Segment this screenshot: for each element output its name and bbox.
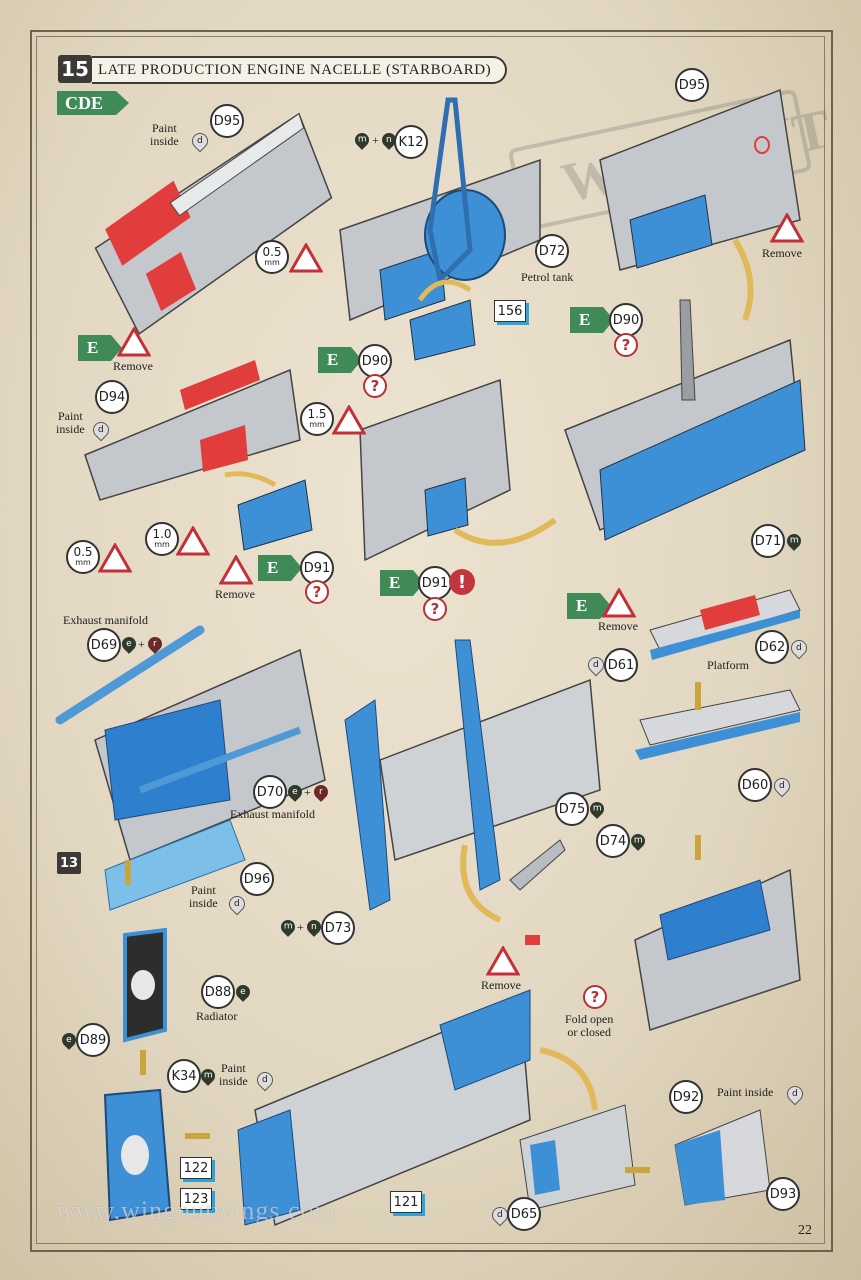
- nacelle-with-tank: [339, 97, 541, 361]
- arrow-down-right: [732, 238, 754, 322]
- radiator-label: Radiator: [196, 1009, 238, 1023]
- part-d95-a: D95: [210, 104, 244, 138]
- attention-icon: !: [449, 569, 475, 595]
- arrow-right: [453, 517, 557, 546]
- remove-warning-icon-2: [770, 213, 804, 243]
- question-icon-4: ?: [423, 597, 447, 621]
- part-d72: D72: [535, 234, 569, 268]
- part-d62: D62: [755, 630, 789, 664]
- struts-part: [509, 839, 566, 945]
- remove-warning-icon-5: [486, 946, 520, 976]
- plus-sign-4: +: [297, 920, 304, 934]
- part-d94: D94: [95, 380, 129, 414]
- engine-nacelle-center: [344, 639, 601, 911]
- cowl-part-d92-d93: [674, 1109, 771, 1206]
- part-k12: K12: [394, 125, 428, 159]
- part-d95-b: D95: [675, 68, 709, 102]
- question-icon-3: ?: [305, 580, 329, 604]
- part-d92: D92: [669, 1080, 703, 1114]
- petrol-tank-label: Petrol tank: [521, 270, 574, 284]
- exhaust-manifold-label-2: Exhaust manifold: [230, 807, 315, 821]
- cut-warning-icon: [289, 243, 323, 273]
- remove-warning-icon-4: [602, 588, 636, 618]
- ref-156: 156: [494, 300, 526, 322]
- engine-nacelle-right: [634, 868, 801, 1031]
- exhaust-manifold-label-1: Exhaust manifold: [63, 613, 148, 627]
- part-d75: D75: [555, 792, 589, 826]
- part-d90-b: D90: [609, 303, 643, 337]
- plus-sign-3: +: [304, 785, 311, 799]
- remove-label-5: Remove: [481, 978, 521, 992]
- side-panel-3: [599, 88, 801, 271]
- final-nacelle-assembly: [237, 989, 531, 1227]
- part-d91-b: D91: [418, 566, 452, 600]
- step-title: LATE PRODUCTION ENGINE NACELLE (STARBOAR…: [92, 56, 508, 84]
- radiator-shell: [103, 1088, 172, 1222]
- part-d90-a: D90: [358, 344, 392, 378]
- variant-tag-e-1: E: [78, 335, 122, 361]
- nacelle-blue-assembled: [564, 299, 806, 541]
- cut-warning-icon-2: [332, 405, 366, 435]
- ref-13: 13: [57, 852, 81, 874]
- cowl-part-d65: [519, 1104, 636, 1211]
- ref-122: 122: [180, 1157, 212, 1179]
- cut-warning-icon-4: [98, 543, 132, 573]
- part-d89: D89: [76, 1023, 110, 1057]
- question-icon-5: ?: [583, 985, 607, 1009]
- side-panel-4: [84, 360, 313, 551]
- ref-123: 123: [180, 1188, 212, 1210]
- variant-tag-cde: CDE: [57, 91, 129, 115]
- side-panel-5: [359, 378, 511, 562]
- part-k34: K34: [167, 1059, 201, 1093]
- platform-part: [635, 589, 801, 760]
- page-frame: [30, 30, 833, 1252]
- plus-sign-1: +: [372, 133, 379, 147]
- page-number: 22: [798, 1223, 812, 1238]
- watermark-url: www.wingnutwings.com: [56, 1196, 336, 1225]
- part-d96: D96: [240, 862, 274, 896]
- part-d71: D71: [751, 524, 785, 558]
- side-panel-1: [94, 112, 333, 336]
- part-d93: D93: [766, 1177, 800, 1211]
- step-number: 15: [58, 55, 92, 83]
- plus-sign-2: +: [138, 637, 145, 651]
- part-d65: D65: [507, 1197, 541, 1231]
- question-icon-2: ?: [614, 333, 638, 357]
- cut-warning-icon-3: [176, 526, 210, 556]
- arrow-up-left-2: [539, 1047, 598, 1111]
- radiator-part: [123, 927, 167, 1043]
- engine-nacelle-left: [55, 625, 326, 911]
- page-frame-inner: [36, 36, 825, 1244]
- remove-warning-icon: [117, 327, 151, 357]
- platform-label: Platform: [707, 658, 749, 672]
- part-d60: D60: [738, 768, 772, 802]
- ref-121: 121: [390, 1191, 422, 1213]
- remove-warning-icon-3: [219, 555, 253, 585]
- remove-label-3: Remove: [215, 587, 255, 601]
- variant-tag-e-2: E: [318, 347, 362, 373]
- question-icon-1: ?: [363, 374, 387, 398]
- part-d69: D69: [87, 628, 121, 662]
- arrow-up-left: [460, 844, 502, 923]
- remove-label-2: Remove: [762, 246, 802, 260]
- part-d74: D74: [596, 824, 630, 858]
- part-d73: D73: [321, 911, 355, 945]
- part-d70: D70: [253, 775, 287, 809]
- part-d88: D88: [201, 975, 235, 1009]
- remove-label-4: Remove: [598, 619, 638, 633]
- remove-label-1: Remove: [113, 359, 153, 373]
- paint-inside-label-5: Paint inside: [717, 1085, 774, 1099]
- part-d61: D61: [604, 648, 638, 682]
